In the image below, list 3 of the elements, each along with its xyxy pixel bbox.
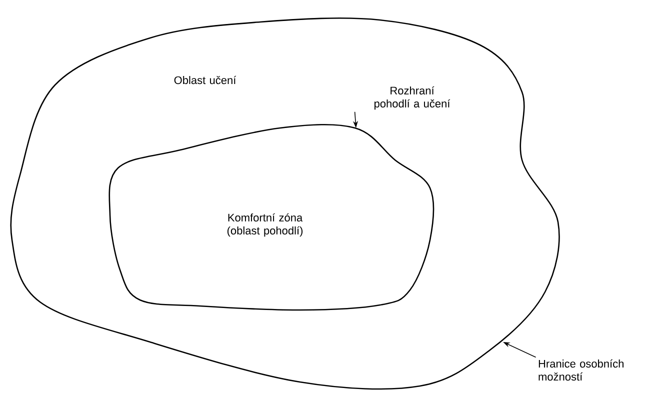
callout-text: Rozhraní pohodlí a učení: [374, 86, 450, 110]
region-outline: Komfortní zóna (oblast pohodlí): [108, 124, 434, 311]
callout-text: Hranice osobních možností: [538, 359, 624, 381]
